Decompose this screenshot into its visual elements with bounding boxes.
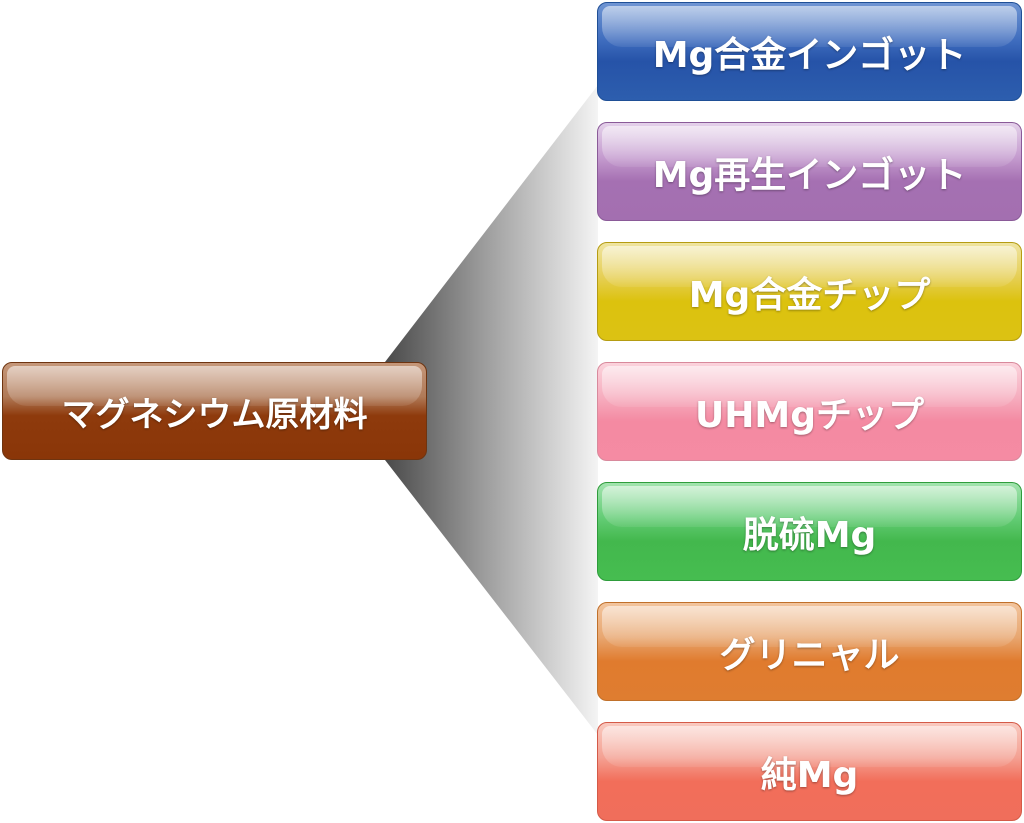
target-box-mg-alloy-ingot: Mg合金インゴット [597, 2, 1022, 101]
target-label-mg-recycled-ingot: Mg再生インゴット [652, 154, 967, 196]
target-box-desulfurization-mg: 脱硫Mg [597, 482, 1022, 581]
target-box-mg-alloy-chip: Mg合金チップ [597, 242, 1022, 341]
target-label-uhmg-chip: UHMgチップ [695, 394, 924, 436]
target-box-pure-mg: 純Mg [597, 722, 1022, 821]
connector-fan-shape [385, 85, 598, 735]
target-label-desulfurization-mg: 脱硫Mg [742, 514, 877, 556]
target-box-uhmg-chip: UHMgチップ [597, 362, 1022, 461]
target-label-mg-alloy-chip: Mg合金チップ [688, 274, 931, 316]
target-box-mg-recycled-ingot: Mg再生インゴット [597, 122, 1022, 221]
source-box-magnesium-raw-material: マグネシウム原材料 [2, 362, 427, 460]
target-label-mg-alloy-ingot: Mg合金インゴット [652, 34, 967, 76]
target-label-grignard: グリニャル [719, 634, 900, 676]
target-box-grignard: グリニャル [597, 602, 1022, 701]
target-label-pure-mg: 純Mg [760, 754, 859, 796]
source-label: マグネシウム原材料 [61, 394, 368, 435]
